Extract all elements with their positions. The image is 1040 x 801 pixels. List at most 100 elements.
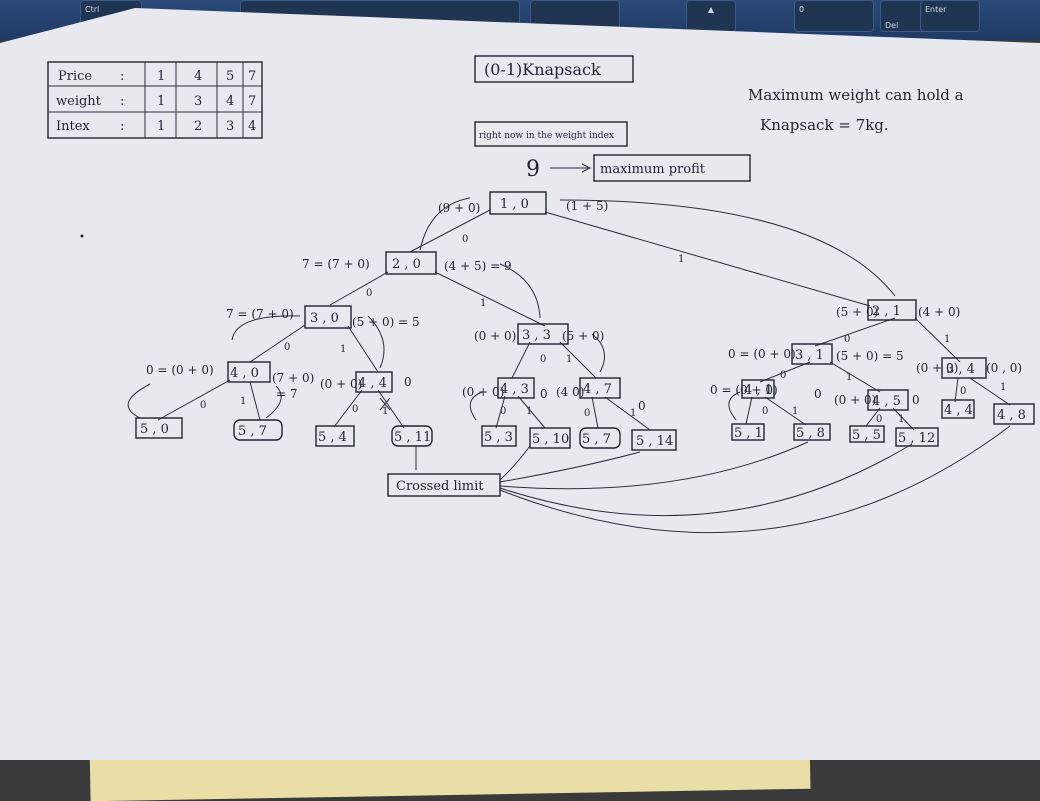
edge-label: 1	[566, 354, 572, 365]
tree-node: 3 , 3	[522, 328, 551, 343]
tree-node: 1 , 0	[500, 197, 529, 212]
edge-label: 0	[284, 342, 290, 353]
tree-node: 4 , 4	[944, 403, 973, 418]
edge-label: 1	[526, 406, 532, 417]
tree-node-leaf: 5 , 5	[852, 428, 881, 443]
edge-labels: 0 1 0 1 0 1 0 1 0 1 0 1 0 1 0 1 0 1 0 1 …	[200, 234, 1006, 425]
annotation: 0	[638, 399, 646, 413]
tree-node-leaf: 5 , 1	[734, 426, 763, 441]
table-sep: :	[120, 69, 124, 84]
tree-node: 3 , 4	[946, 362, 975, 377]
tree-node-leaf: 5 , 4	[318, 430, 347, 445]
crossed-limit-arrows	[415, 425, 1011, 534]
max-profit-value: 9	[526, 157, 540, 182]
table-row-label: Price	[58, 69, 92, 84]
annotation: (5 + 0) = 5	[836, 349, 904, 363]
annotation: 0	[814, 387, 822, 401]
table-cell: 4	[194, 69, 202, 84]
backtrack-curves	[127, 197, 896, 421]
annotation: (4 + 0)	[918, 305, 960, 319]
annotation: (4 + 5) = 9	[444, 259, 512, 273]
capacity-note-line1: Maximum weight can hold a	[748, 86, 964, 104]
table-cell: 5	[226, 69, 234, 84]
table-cell: 7	[248, 69, 256, 84]
table-sep: :	[120, 119, 124, 134]
tree-node-leaf: 5 , 3	[484, 430, 513, 445]
annotation: (0 + 0)	[320, 377, 362, 391]
table-row-label: weight	[56, 94, 102, 109]
annotation: 0	[540, 387, 548, 401]
tree-nodes: 1 , 0 2 , 0 2 , 1 3 , 0 3 , 3 3 , 1 3 , …	[135, 191, 1035, 451]
crossed-limit-box	[387, 473, 501, 497]
info-table: Price : 1 4 5 7 weight : 1 3 4 7 Intex :…	[47, 61, 263, 139]
annotation: (5 + 0)	[836, 305, 878, 319]
table-cell: 1	[157, 94, 165, 109]
table-row-label: Intex	[56, 119, 90, 134]
edge-label: 0	[780, 370, 786, 381]
annotation: (0 + 0)	[834, 393, 876, 407]
edge-label: 0	[960, 386, 966, 397]
edge-label: 1	[944, 334, 950, 345]
knapsack-diagram: Price : 1 4 5 7 weight : 1 3 4 7 Intex :…	[47, 55, 1035, 534]
edge-label: 0	[844, 334, 850, 345]
edge-label: 1	[1000, 382, 1006, 393]
annotation: 7 = (7 + 0)	[226, 307, 294, 321]
tree-node-leaf: 5 , 8	[796, 426, 825, 441]
annotation: (0 + 0)	[474, 329, 516, 343]
annotation: (4 0)	[556, 385, 584, 399]
annotation: 0 = (0 + 0)	[146, 363, 214, 377]
annotation: = 7	[276, 387, 298, 401]
crossed-limit-label: Crossed limit	[396, 479, 484, 494]
edge-label: 1	[340, 344, 346, 355]
annotation: (0 + 0)	[462, 385, 504, 399]
legend-label: maximum profit	[600, 162, 706, 177]
tree-node-leaf: 5 , 12	[898, 431, 935, 446]
tree-node-leaf: 5 , 7	[582, 432, 611, 447]
annotation: (5 + 0)	[562, 329, 604, 343]
up-arrow-key: ▲	[686, 0, 736, 32]
edge-label: 1	[846, 372, 852, 383]
annotation: 0	[912, 393, 920, 407]
annotation: (0 , 0)	[986, 361, 1022, 375]
table-cell: 1	[157, 69, 165, 84]
tree-node: 4 , 3	[500, 382, 529, 397]
tree-node: 2 , 0	[392, 257, 421, 272]
edge-label: 1	[630, 408, 636, 419]
edge-label: 1	[898, 414, 904, 425]
edge-label: 1	[678, 254, 684, 265]
tree-node-leaf: 5 , 11	[394, 430, 431, 445]
annotation: (9 + 0)	[438, 201, 480, 215]
annotation: (0 + 0)	[916, 361, 958, 375]
edge-label: 0	[200, 400, 206, 411]
annotation: (7 + 0)	[272, 371, 314, 385]
table-cell: 4	[226, 94, 234, 109]
zero-key: 0	[794, 0, 874, 32]
arrow-head-icon	[581, 163, 592, 173]
page-title: (0-1)Knapsack	[484, 60, 601, 79]
cross-mark-icon	[379, 397, 391, 411]
tree-node: 4 , 5	[872, 394, 901, 409]
table-cell: 3	[194, 94, 202, 109]
legend-label-box	[593, 154, 751, 182]
edge-label: 0	[366, 288, 372, 299]
table-cell: 7	[248, 94, 256, 109]
tree-node: 4 , 4	[358, 376, 387, 391]
tree-node: 4 , 0	[230, 366, 259, 381]
edge-label: 1	[382, 406, 388, 417]
table-cell: 1	[157, 119, 165, 134]
tree-node: 3 , 0	[310, 311, 339, 326]
table-cell: 3	[226, 119, 234, 134]
capacity-note-line2: Knapsack = 7kg.	[760, 116, 889, 134]
edge-label: 1	[240, 396, 246, 407]
edge-label: 1	[480, 298, 486, 309]
profit-annotations: (9 + 0) (1 + 5) 7 = (7 + 0) (4 + 5) = 9 …	[146, 199, 1022, 413]
table-cell: 4	[248, 119, 256, 134]
annotation: 7 = (7 + 0)	[302, 257, 370, 271]
title-box	[474, 55, 634, 83]
edge-label: 0	[500, 406, 506, 417]
tree-node-leaf: 5 , 10	[532, 432, 569, 447]
tree-node: 4 , 7	[583, 382, 612, 397]
annotation: (5 + 0) = 5	[352, 315, 420, 329]
edge-label: 0	[462, 234, 468, 245]
annotation: (1 + 5)	[566, 199, 608, 213]
